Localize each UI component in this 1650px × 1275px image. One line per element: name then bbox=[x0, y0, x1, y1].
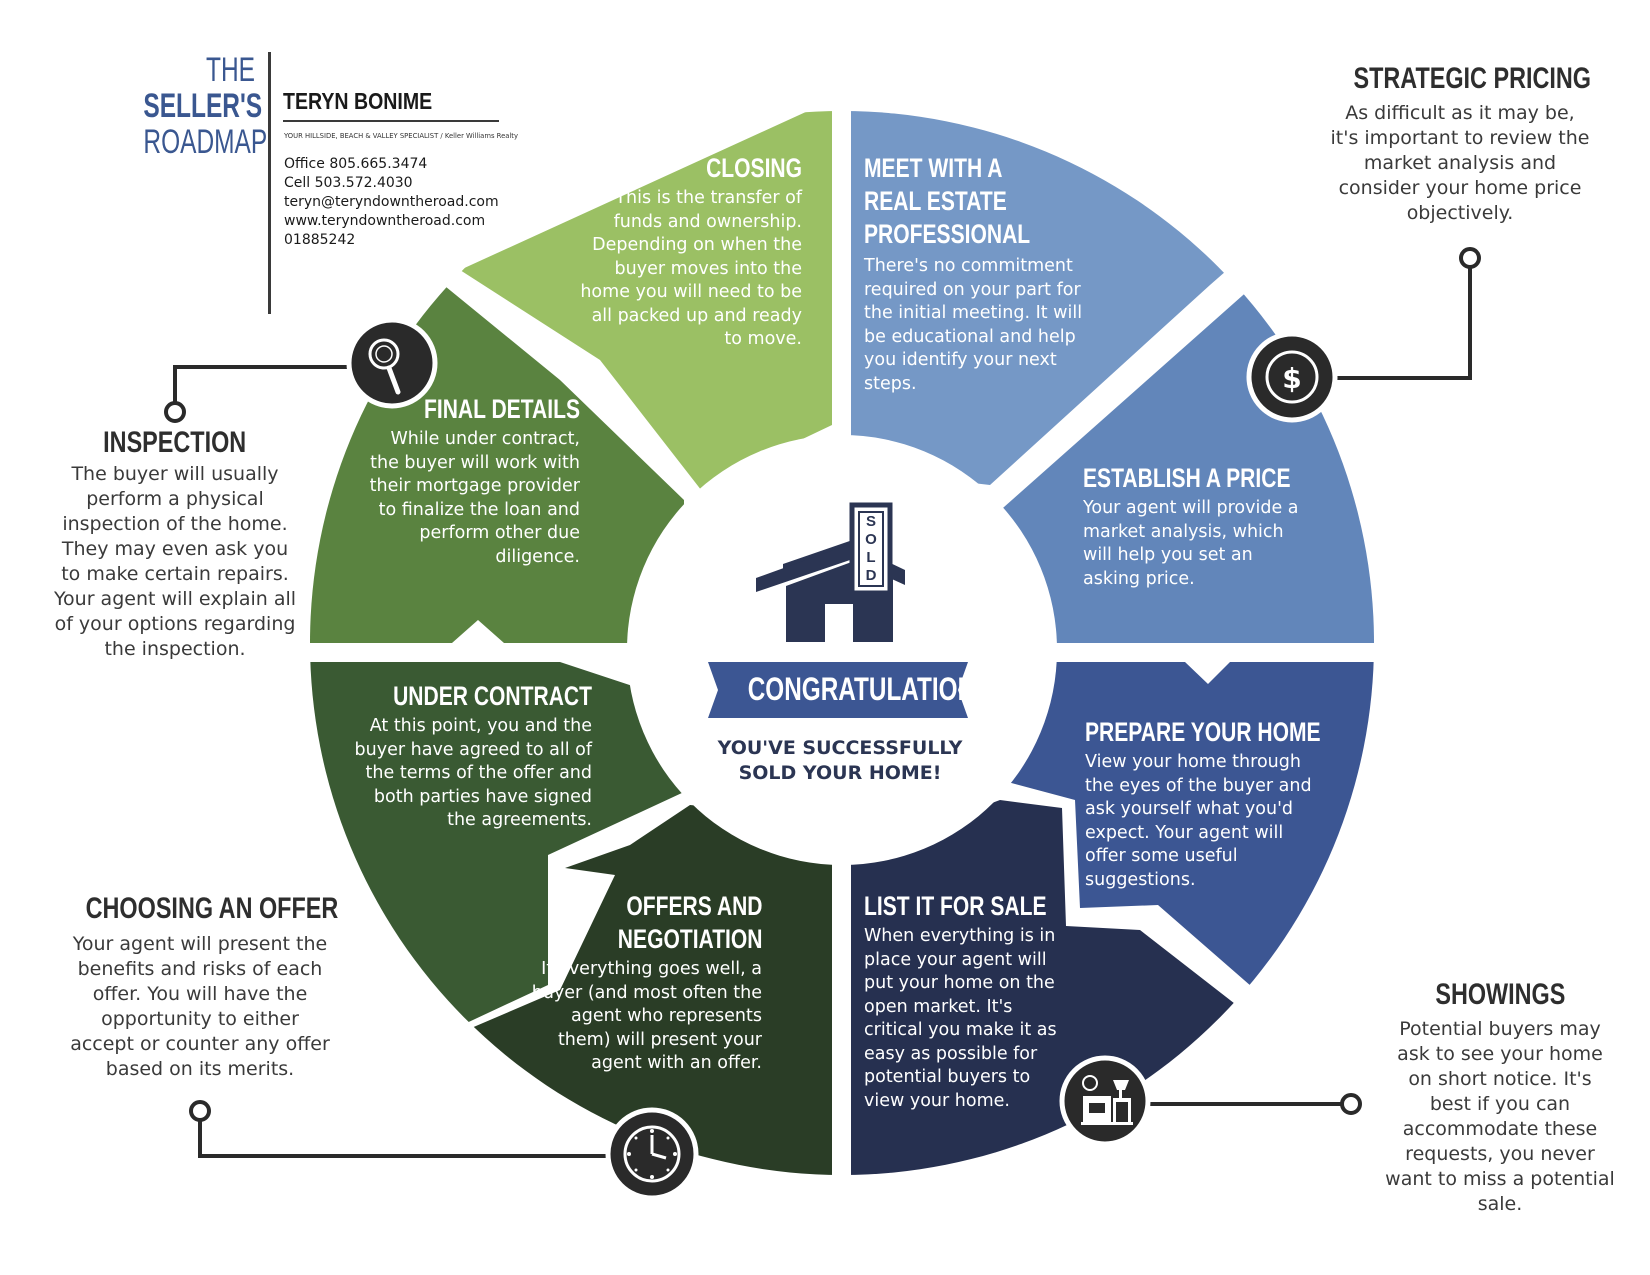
offers-title: OFFERS AND NEGOTIATION bbox=[617, 891, 762, 954]
inspection-text: The buyer will usually perform a physica… bbox=[53, 463, 297, 660]
website-link[interactable]: www.teryndowntheroad.com bbox=[284, 213, 486, 229]
email-link[interactable]: teryn@teryndowntheroad.com bbox=[284, 194, 499, 210]
office-phone: Office 805.665.3474 bbox=[284, 156, 428, 172]
showings-title: SHOWINGS bbox=[1434, 978, 1565, 1011]
agent-contact: Office 805.665.3474 Cell 503.572.4030 te… bbox=[284, 155, 499, 250]
inspection-title: INSPECTION bbox=[103, 426, 247, 459]
congratulations-banner bbox=[708, 662, 968, 718]
dollar-icon: $ bbox=[1246, 331, 1338, 423]
offers-text: If everything goes well, a buyer (and mo… bbox=[531, 959, 762, 1073]
pricing-title: STRATEGIC PRICING bbox=[1353, 62, 1591, 95]
agent-name-underline bbox=[283, 120, 499, 122]
price-title: ESTABLISH A PRICE bbox=[1083, 463, 1291, 493]
prepare-text: View your home through the eyes of the b… bbox=[1085, 752, 1312, 890]
clock-icon bbox=[605, 1107, 699, 1201]
final-title: FINAL DETAILS bbox=[424, 394, 580, 424]
sold-sign-text: SOLD bbox=[865, 513, 877, 584]
connector-lines bbox=[173, 258, 1472, 1158]
price-text: Your agent will provide a market analysi… bbox=[1083, 498, 1299, 589]
meet-text: There's no commitment required on your p… bbox=[864, 256, 1083, 394]
closing-text: This is the transfer of funds and owners… bbox=[580, 188, 802, 349]
contract-text: At this point, you and the buyer have ag… bbox=[354, 716, 592, 830]
center-disc bbox=[627, 435, 1057, 865]
contract-title: UNDER CONTRACT bbox=[393, 681, 592, 711]
agent-name: TERYN BONIME bbox=[283, 88, 433, 114]
sold-message: YOU'VE SUCCESSFULLY SOLD YOUR HOME! bbox=[717, 737, 963, 784]
brand-divider bbox=[268, 52, 271, 314]
choosing-title: CHOOSING AN OFFER bbox=[85, 892, 339, 925]
magnifier-icon bbox=[346, 317, 438, 409]
congratulations-text: CONGRATULATIONS! bbox=[747, 671, 1000, 707]
house-sold-icon bbox=[756, 502, 905, 642]
final-text: While under contract, the buyer will wor… bbox=[369, 429, 580, 567]
agent-tagline: YOUR HILLSIDE, BEACH & VALLEY SPECIALIST… bbox=[284, 132, 518, 140]
license-number: 01885242 bbox=[284, 232, 356, 248]
choosing-text: Your agent will present the benefits and… bbox=[70, 933, 330, 1080]
segment-closing bbox=[460, 111, 832, 495]
meet-title: MEET WITH A REAL ESTATE PROFESSIONAL bbox=[864, 153, 1031, 249]
svg-text:$: $ bbox=[1282, 362, 1301, 395]
prepare-title: PREPARE YOUR HOME bbox=[1085, 717, 1321, 747]
staging-icon bbox=[1059, 1055, 1151, 1147]
pricing-text: As difficult as it may be, it's importan… bbox=[1330, 102, 1590, 224]
showings-text: Potential buyers may ask to see your hom… bbox=[1385, 1018, 1615, 1215]
brand-title: THE SELLER'S ROADMAP bbox=[143, 51, 268, 161]
closing-title: CLOSING bbox=[706, 153, 802, 183]
list-title: LIST IT FOR SALE bbox=[864, 891, 1047, 921]
cell-phone: Cell 503.572.4030 bbox=[284, 175, 413, 191]
list-text: When everything is in place your agent w… bbox=[864, 926, 1057, 1111]
